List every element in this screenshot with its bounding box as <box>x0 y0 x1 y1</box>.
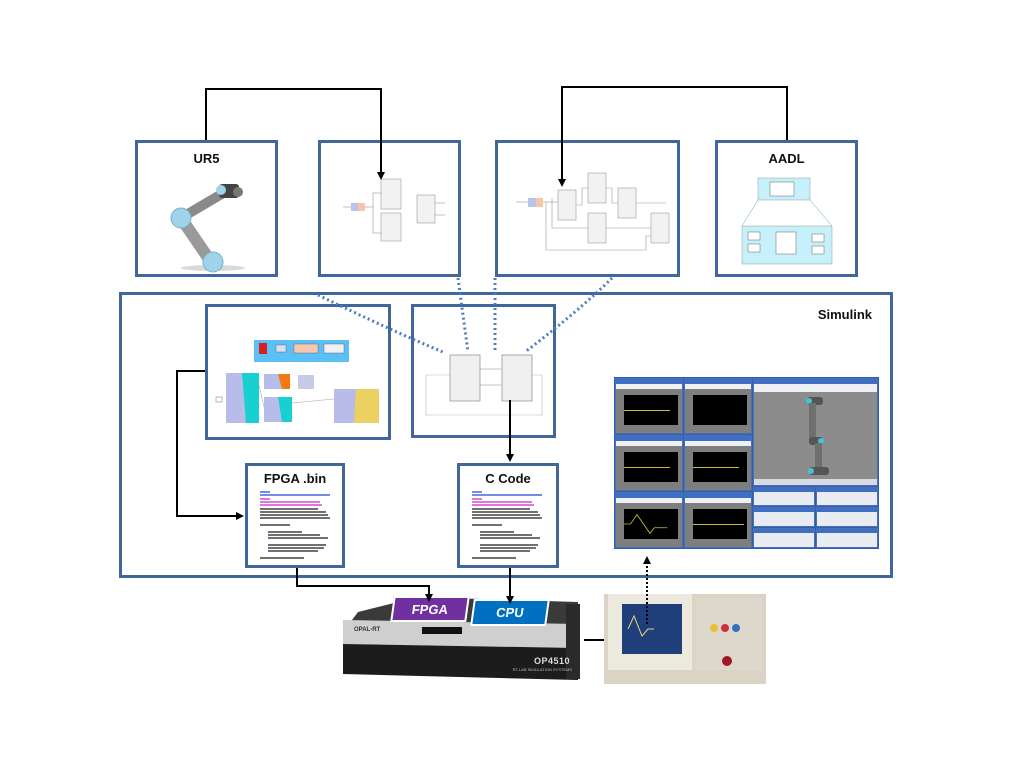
combined-model-box <box>411 304 556 438</box>
code-line <box>260 500 320 503</box>
robot-arm-image <box>170 184 245 273</box>
scope-window <box>615 492 683 548</box>
target-model-label: OP4510 <box>533 656 570 666</box>
slider-gain-window <box>816 487 878 506</box>
code-line <box>268 537 328 540</box>
aadl-title: AADL <box>768 151 805 166</box>
scope-window <box>684 492 752 548</box>
simulink-block-diagram <box>343 178 445 242</box>
code-line <box>480 537 540 540</box>
generated-code-listing <box>472 491 550 563</box>
slider-gain-window <box>816 528 878 548</box>
code-line <box>480 543 538 546</box>
code-line <box>260 510 326 513</box>
aadl-architecture-diagram <box>741 177 833 265</box>
code-line <box>472 497 482 500</box>
simulink-model-b-box <box>495 140 680 277</box>
code-line <box>260 507 318 510</box>
oscilloscope-photo <box>604 594 766 684</box>
code-line <box>472 507 530 510</box>
c-code-box: C Code <box>457 463 559 568</box>
simulink-subsystem-blocks <box>425 354 543 416</box>
simulink-block-diagram <box>516 172 670 251</box>
code-line <box>472 504 534 507</box>
xilinx-system-generator-model <box>215 340 379 423</box>
aadl-box: AADL <box>715 140 858 277</box>
code-line <box>260 491 270 493</box>
code-line <box>472 514 540 517</box>
scopes-panel <box>614 377 879 549</box>
simulink-title: Simulink <box>817 307 872 322</box>
c-code-title: C Code <box>485 471 531 486</box>
code-line <box>260 557 304 559</box>
code-line <box>260 524 290 526</box>
opal-rt-logo: OPAL-RT <box>354 627 381 633</box>
simulink-model-a-box <box>318 140 461 277</box>
code-line <box>268 547 324 550</box>
code-line <box>472 517 542 520</box>
code-line <box>472 557 516 559</box>
code-line <box>268 533 320 536</box>
code-line <box>472 494 542 497</box>
code-line <box>268 530 302 533</box>
code-line <box>480 550 530 553</box>
code-line <box>260 497 270 500</box>
oscilloscope-screen <box>622 604 682 654</box>
code-line <box>268 550 318 553</box>
code-line <box>480 530 514 533</box>
scope-window <box>684 435 752 491</box>
slider-gain-window <box>753 528 815 548</box>
code-line <box>260 514 328 517</box>
fpga-bin-box: FPGA .bin <box>245 463 345 568</box>
target-subtitle: RT-LAB SIMULATION SYSTEMS <box>512 667 572 672</box>
code-line <box>260 504 322 507</box>
slider-gain-window <box>816 507 878 527</box>
code-line <box>472 491 482 493</box>
robot-3d-view <box>753 378 878 486</box>
ur5-box: UR5 <box>135 140 278 277</box>
code-line <box>260 517 330 520</box>
code-line <box>472 510 538 513</box>
code-line <box>268 543 326 546</box>
xilinx-model-box <box>205 304 391 440</box>
slider-gain-window <box>753 507 815 527</box>
fpga-bin-title: FPGA .bin <box>263 471 327 486</box>
cpu-chip: CPU <box>470 599 550 626</box>
fpga-chip: FPGA <box>390 596 470 622</box>
scope-window <box>615 435 683 491</box>
slider-gain-window <box>753 487 815 506</box>
scope-window <box>684 378 752 434</box>
scope-window <box>615 378 683 434</box>
code-line <box>472 524 502 526</box>
code-line <box>260 494 330 497</box>
ur5-title: UR5 <box>193 151 220 166</box>
code-line <box>480 547 536 550</box>
code-line <box>480 533 532 536</box>
code-line <box>472 500 532 503</box>
generated-code-listing <box>260 491 338 563</box>
